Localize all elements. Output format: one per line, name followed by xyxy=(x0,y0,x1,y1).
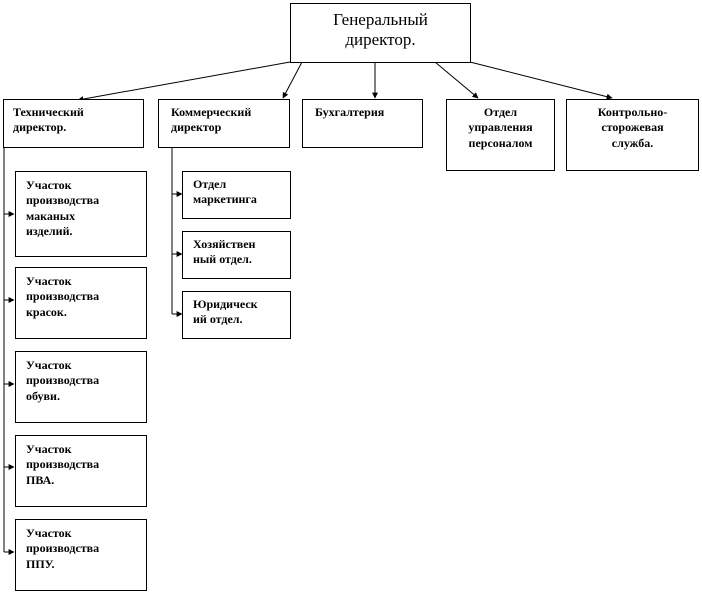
commercial-director-box: Коммерческий директор xyxy=(158,99,290,148)
hr-department-label: Отдел управления персоналом xyxy=(468,105,533,150)
unit-footwear-label: Участок производства обуви. xyxy=(26,358,100,403)
unit-pva-box: Участок производства ПВА. xyxy=(15,435,147,507)
technical-director-box: Технический директор. xyxy=(3,99,144,148)
arrow-to-hr xyxy=(434,61,479,99)
accounting-box: Бухгалтерия xyxy=(302,99,423,148)
legal-department-label: Юридическ ий отдел. xyxy=(193,297,258,327)
unit-dipped-products-box: Участок производства маканых изделий. xyxy=(15,171,147,257)
arrow-to-security xyxy=(469,61,613,100)
unit-paints-box: Участок производства красок. xyxy=(15,267,147,339)
unit-footwear-box: Участок производства обуви. xyxy=(15,351,147,423)
unit-dipped-products-label: Участок производства маканых изделий. xyxy=(26,178,100,239)
technical-director-label: Технический директор. xyxy=(13,105,84,135)
hr-department-box: Отдел управления персоналом xyxy=(446,99,555,171)
unit-pva-label: Участок производства ПВА. xyxy=(26,442,100,487)
security-service-box: Контрольно- сторожевая служба. xyxy=(566,99,699,171)
unit-ppu-label: Участок производства ППУ. xyxy=(26,526,100,571)
unit-ppu-box: Участок производства ППУ. xyxy=(15,519,147,591)
marketing-department-label: Отдел маркетинга xyxy=(193,177,257,207)
security-service-label: Контрольно- сторожевая служба. xyxy=(597,105,668,150)
accounting-label: Бухгалтерия xyxy=(315,105,385,119)
arrow-to-commercial xyxy=(282,61,303,99)
unit-paints-label: Участок производства красок. xyxy=(26,274,100,319)
arrow-to-technical xyxy=(77,61,291,103)
legal-department-box: Юридическ ий отдел. xyxy=(182,291,291,339)
general-director-label: Генеральный директор. xyxy=(333,10,428,50)
household-department-box: Хозяйствен ный отдел. xyxy=(182,231,291,279)
household-department-label: Хозяйствен ный отдел. xyxy=(193,237,256,267)
marketing-department-box: Отдел маркетинга xyxy=(182,171,291,219)
commercial-director-label: Коммерческий директор xyxy=(171,105,252,135)
general-director-box: Генеральный директор. xyxy=(290,3,471,63)
